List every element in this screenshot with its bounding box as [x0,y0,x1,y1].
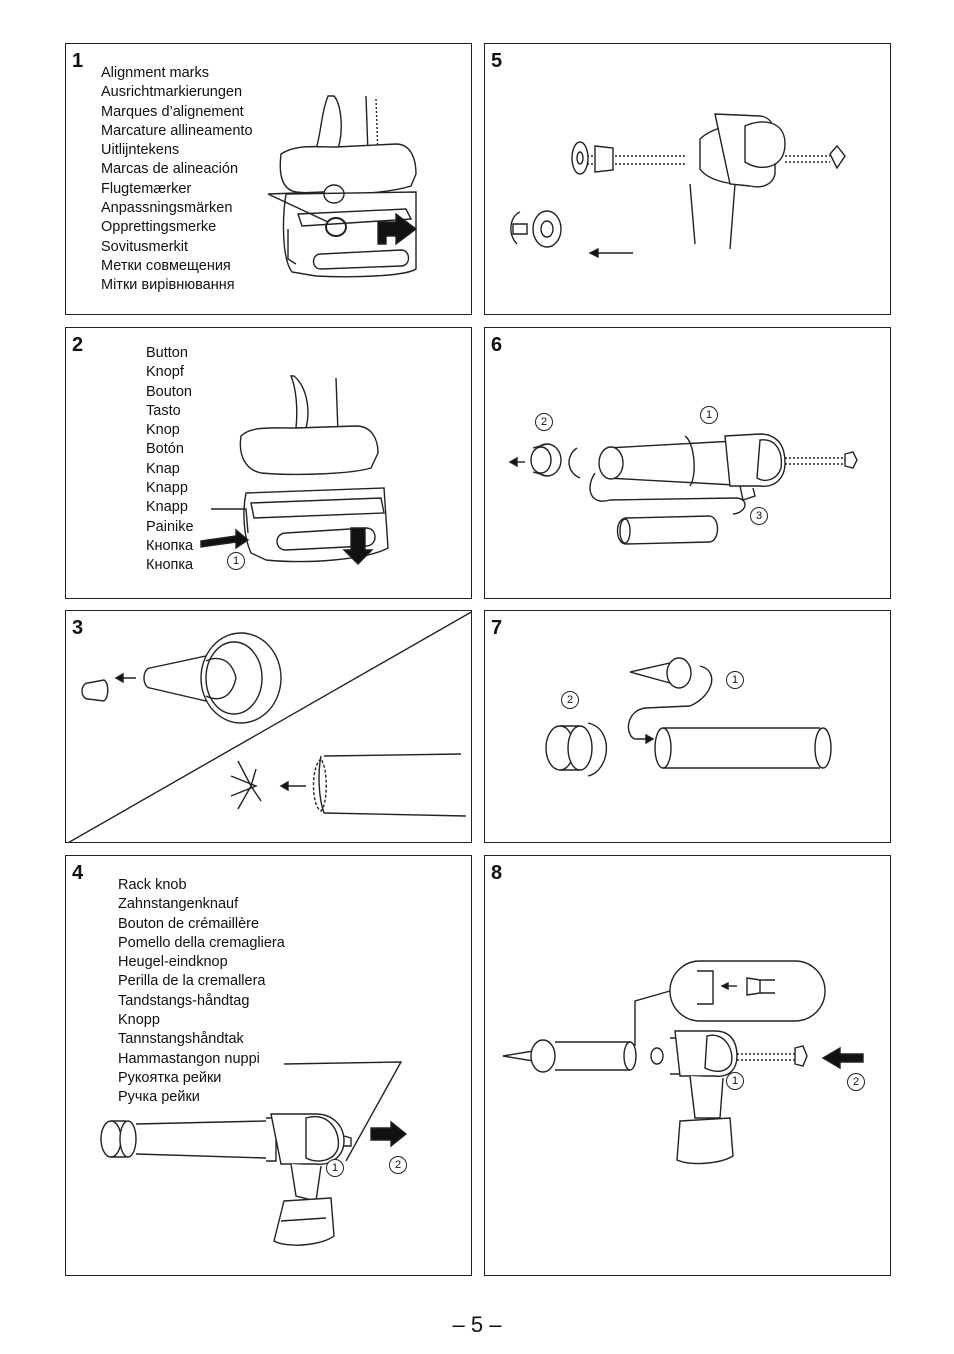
label-it: Tasto [146,402,181,419]
label-de: Ausrichtmarkierungen [101,84,243,101]
page-number: – 5 – [452,1312,502,1337]
label-uk: Ручка рейки [118,1089,200,1106]
label-sv: Knapp [146,480,188,497]
label-nl: Heugel-eindknop [118,954,228,971]
panel-5: 5 [484,43,891,315]
panel-number: 8 [491,862,503,884]
callout-2: 2 [847,1073,865,1091]
battery-removal-illustration [200,375,389,565]
callout-2: 2 [561,691,579,709]
callout-3: 3 [750,507,768,525]
label-uk: Мітки вирівнювання [101,277,235,294]
label-de: Knopf [146,364,184,381]
label-da: Tandstangs-håndtag [118,992,250,1009]
label-fi: Sovitusmerkit [101,238,189,255]
label-fi: Hammastangon nuppi [118,1050,260,1067]
label-sv: Anpassningsmärken [101,200,233,217]
panel-1: 1 Alignment marks Ausrichtmarkierungen M… [65,43,472,315]
cartridge-loading-illustration [545,657,832,777]
panel-3: 3 [65,610,472,843]
label-list: Button Knopf Bouton Tasto Knop Botón Kna… [146,344,194,576]
rack-knob-illustration [100,1061,408,1246]
callout-1: 1 [726,671,744,689]
label-es: Perilla de la cremallera [118,973,266,990]
label-da: Knap [146,460,180,477]
label-it: Pomello della cremagliera [118,934,285,951]
panel-6: 6 2 1 3 [484,327,891,599]
label-no: Tannstangshåndtak [118,1031,244,1048]
panel-number: 4 [72,862,84,884]
label-list: Alignment marks Ausrichtmarkierungen Mar… [101,64,253,296]
battery-alignment-illustration [267,95,418,278]
label-nl: Uitlijntekens [101,142,180,159]
callout-2: 2 [535,413,553,431]
rack-removal-illustration [510,113,846,259]
label-fr: Bouton de crémaillère [118,915,260,932]
label-no: Knapp [146,499,188,516]
label-it: Marcature allineamento [101,122,253,139]
callout-1: 1 [326,1159,344,1177]
panel-7: 7 1 2 [484,610,891,843]
label-en: Rack knob [118,877,187,893]
label-es: Botón [146,441,184,458]
cartridge-holder-illustration [508,433,858,545]
label-sv: Knopp [118,1012,160,1029]
callout-1: 1 [726,1072,744,1090]
callout-1: 1 [700,406,718,424]
panel-number: 7 [491,617,503,639]
label-fi: Painike [146,518,194,535]
nozzle-preparation-illustration [68,611,471,842]
label-ru: Рукоятка рейки [118,1069,222,1086]
label-no: Opprettingsmerke [101,219,217,236]
label-es: Marcas de alineación [101,161,239,178]
panel-4: 4 Rack knob Zahnstangenknauf Bouton de c… [65,855,472,1276]
panel-number: 1 [72,50,84,72]
panel-number: 3 [72,617,84,639]
label-en: Alignment marks [101,65,209,81]
label-fr: Bouton [146,383,192,400]
dispensing-illustration [502,960,864,1165]
panel-8: 8 1 2 [484,855,891,1276]
label-uk: Кнопка [146,557,194,574]
panel-number: 5 [491,50,503,72]
label-ru: Кнопка [146,537,194,554]
label-list: Rack knob Zahnstangenknauf Bouton de cré… [118,876,285,1108]
label-da: Flugtemærker [101,180,192,197]
label-nl: Knop [146,422,180,439]
label-fr: Marques d’alignement [101,103,244,120]
panel-number: 2 [72,334,84,356]
callout-1: 1 [227,552,245,570]
label-en: Button [146,345,188,361]
callout-2: 2 [389,1156,407,1174]
label-ru: Метки совмещения [101,257,231,274]
panel-number: 6 [491,334,503,356]
label-de: Zahnstangenknauf [118,896,239,913]
panel-2: 2 Button Knopf Bouton Tasto Knop Botón K… [65,327,472,599]
